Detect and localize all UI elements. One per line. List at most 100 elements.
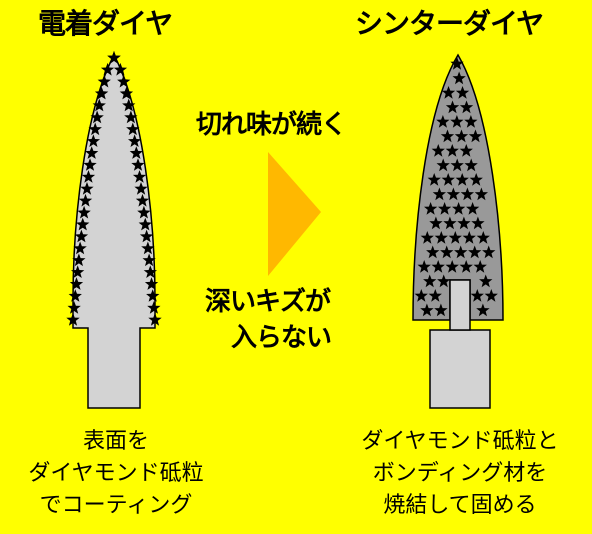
diamond-grain-star [417,260,431,273]
electroplated-caption-line: でコーティング [39,493,193,518]
diamond-grain-star [142,253,156,267]
diamond-grain-star [476,303,490,317]
diamond-grain-star [424,202,438,215]
diamond-grain-star [423,274,437,288]
diamond-grain-star [427,173,441,186]
diamond-grain-star [468,129,483,143]
diamond-grain-star [148,313,162,326]
diamond-grain-star [470,289,484,302]
diamond-grain-star [76,217,90,231]
diamond-grain-star [86,134,100,147]
electroplated-caption: 表面を ダイヤモンド砥粒 でコーティング [0,426,232,522]
diamond-grain-star [431,144,445,157]
diamond-grain-star [68,289,82,302]
sintered-caption-line: ダイヤモンド砥粒と [361,429,559,454]
surface-diamond-grains [66,51,162,326]
diamond-grain-star [71,265,85,278]
diamond-grain-star [146,289,160,302]
sintered-caption-line: ボンディング材を [372,461,548,486]
diamond-grain-star [441,86,456,99]
diamond-grain-star [455,173,469,186]
diamond-grain-star [455,86,470,99]
diamond-grain-star [88,122,102,136]
diamond-grain-star [119,86,134,100]
diamond-grain-star [482,245,496,259]
diamond-grain-star [460,187,474,201]
diamond-grain-star [420,231,434,244]
sintered-bur [412,53,504,409]
sintered-caption-line: 焼結して固める [383,493,537,518]
diamond-grain-star [440,129,455,143]
diamond-grain-star [464,115,478,128]
diamond-grain-star [135,193,150,207]
diamond-grain-star [147,301,161,314]
sintered-bur-core [449,279,471,331]
diamond-grain-star [77,205,91,219]
diamond-grain-star [484,289,498,302]
diamond-grain-star [466,202,480,215]
electroplated-caption-line: 表面を [82,429,149,454]
sintered-bur-shank [429,329,491,409]
diamond-grain-star [454,245,468,259]
sintered-title: シンターダイヤ [355,7,544,40]
diamond-grain-star [80,182,94,195]
diamond-grain-star [438,202,452,215]
diamond-grain-star [74,229,89,243]
diamond-grain-star [459,260,473,273]
diamond-grain-star [429,216,443,230]
diamond-grain-star [420,303,434,317]
diamond-grain-star [437,274,451,288]
diamond-grain-star [441,173,455,186]
diamond-grain-star [464,158,478,172]
diamond-grain-star [450,158,464,172]
diamond-grain-star [85,146,99,159]
diamond-grain-star [126,122,140,136]
diamond-grain-star [445,144,459,157]
diamond-grain-star [83,158,97,171]
diamond-grain-star [436,115,450,128]
diamond-grain-star [92,98,106,112]
diamond-grain-star [450,115,464,128]
diamond-grain-star [431,260,445,273]
diamond-grain-star [107,51,121,64]
diamond-grain-star [448,231,462,244]
diamond-grain-star [445,100,460,114]
diamond-grain-star [132,170,147,183]
diamond-grain-star [459,100,474,114]
diamond-grain-star [462,231,476,244]
diamond-grain-star [138,217,152,231]
diamond-grain-star [428,289,442,302]
diamond-grain-star [66,313,80,326]
diamond-grain-star [476,231,490,244]
diamond-grain-star [432,187,446,201]
diamond-grain-star [479,274,493,288]
diamond-grain-star [454,129,469,143]
diamond-grain-star [459,144,473,157]
diamond-grain-star [117,74,131,88]
diamond-grain-star [471,216,485,230]
sintered-caption: ダイヤモンド砥粒と ボンディング材を 焼結して固める [328,426,592,522]
diamond-grain-star [90,110,104,124]
benefit-no-deep-scratch-line1: 深いキズが [205,287,331,317]
benefit-no-deep-scratch-line2: 入らない [231,323,332,353]
electroplated-title: 電着ダイヤ [38,7,173,40]
diamond-grain-star [143,265,157,278]
diamond-grain-star [131,158,145,171]
diamond-grain-star [452,202,466,215]
diamond-grain-star [81,170,96,183]
diamond-grain-star [69,277,84,290]
diamond-grain-star [129,146,143,159]
electroplated-bur [66,51,162,409]
diamond-grain-star [122,98,136,112]
diamond-grain-star [414,289,428,302]
diamond-grain-star [457,216,471,230]
diamond-grain-star [450,57,464,70]
diamond-grain-star [452,71,466,85]
diamond-grain-star [436,158,450,172]
diamond-grain-star [73,241,87,255]
diamond-grain-star [94,86,109,100]
diamond-grain-star [97,74,111,88]
diamond-grain-star [446,187,460,201]
diamond-grain-star [473,260,487,273]
diamond-grain-star [469,173,483,186]
